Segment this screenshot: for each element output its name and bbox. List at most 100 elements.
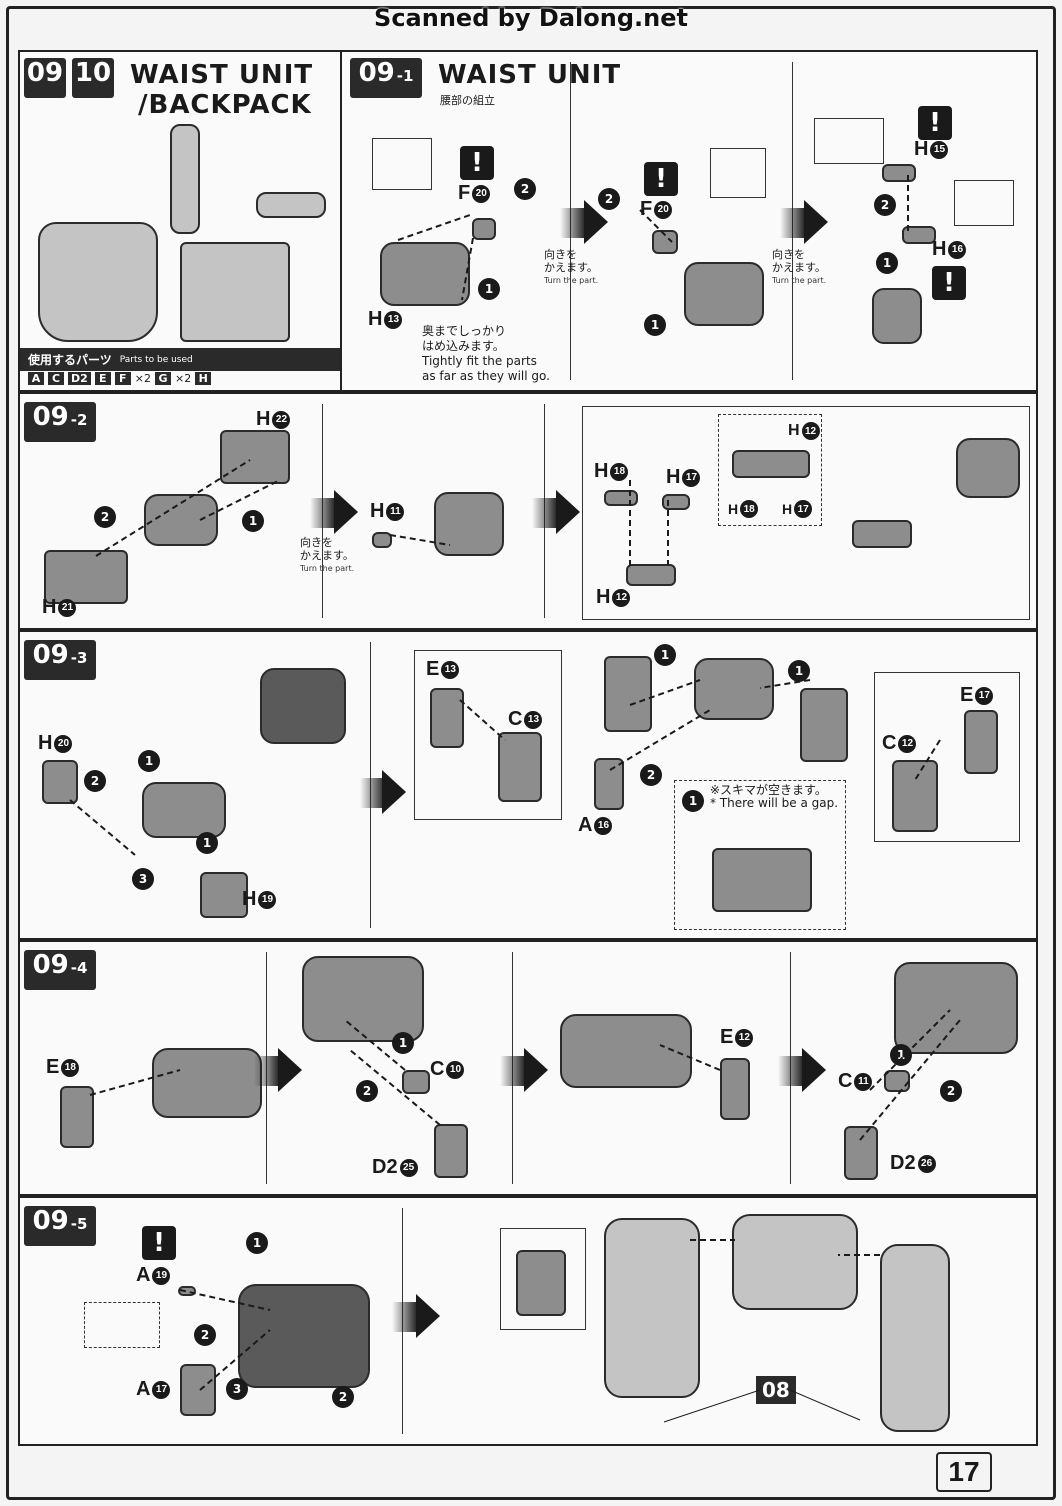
part-tag-c: C [48,372,64,385]
order-1: 1 [890,1044,912,1066]
order-1: 1 [876,252,898,274]
part-d2-25 [434,1124,468,1178]
arrow-tail [560,208,586,238]
parts-used-bar: 使用するパーツ Parts to be used [20,348,340,371]
front-armor-right [800,688,848,762]
part-tag-f: F [114,372,131,385]
part-h16 [902,226,936,244]
washer-detail-4 [954,180,1014,226]
order-2: 2 [356,1080,378,1102]
waist-unit-illustration [38,222,158,342]
part-a19 [178,1286,196,1296]
arrow-next [524,1048,548,1092]
order-2: 2 [874,194,896,216]
page-frame [6,6,1056,1500]
waist-core-09-1c [872,288,922,344]
order-1: 1 [242,510,264,532]
arrow-tail [500,1056,526,1086]
order-2: 2 [332,1386,354,1408]
backpack-arm-left [170,124,200,234]
waist-assembly-09-4c [560,1014,692,1088]
waist-assembly-final [732,1214,858,1310]
arrow-tail [310,498,336,528]
hinge-attach [852,520,912,548]
order-1: 1 [246,1232,268,1254]
part-c13 [498,732,542,802]
order-3: 3 [226,1378,248,1400]
arrow-next [802,1048,826,1092]
turn-note-1: 向きをかえます。Turn the part. [544,248,599,285]
hinge-assembled [732,450,810,478]
waist-core-09-3 [142,782,226,838]
scanner-watermark: Scanned by Dalong.net [374,4,688,32]
part-f-count: ×2 [134,372,152,385]
part-c12 [892,760,938,832]
warning-icon: ! [932,266,966,300]
arrow-next [804,200,828,244]
part-e12 [720,1058,750,1120]
part-e18 [60,1086,94,1148]
order-2: 2 [640,764,662,786]
warning-icon: ! [644,162,678,196]
arrow-tail [360,778,386,808]
part-e13 [430,688,464,748]
part-g-count: ×2 [175,372,192,385]
turn-note-3: 向きをかえます。Turn the part. [300,536,355,573]
parts-used-list: A C D2 E F ×2 G ×2 H [28,372,212,385]
waist-core-09-2c [956,438,1020,498]
hip-armor-detail-part [516,1250,566,1316]
order-1: 1 [788,660,810,682]
part-h19 [200,872,248,918]
waist-assembly-09-4d [894,962,1018,1054]
arrow-next [556,490,580,534]
step-badge-09-4: 09-4 [24,950,96,990]
part-tag-h: H [195,372,212,385]
part-tag-d2: D2 [68,372,91,385]
arrow-tail [392,1302,418,1332]
order-1: 1 [478,278,500,300]
arrow-tail [780,208,806,238]
part-tag-a: A [28,372,44,385]
step-badge-10: 10 [72,58,114,98]
waist-core-09-2b [434,492,504,556]
part-h22 [220,430,290,484]
washer-detail-1 [372,138,432,190]
backpack-arm-right [256,192,326,218]
arrow-tail [532,498,558,528]
step-09-1-title-jp: 腰部の組立 [440,94,495,107]
header-title-1: WAIST UNIT [130,60,314,90]
front-armor-left [604,656,652,732]
step-09-1-title: WAIST UNIT [438,60,622,90]
order-2: 2 [598,188,620,210]
part-h15 [882,164,916,182]
turn-note-2: 向きをかえます。Turn the part. [772,248,827,285]
part-h21 [44,550,128,604]
order-1: 1 [392,1032,414,1054]
page-number: 17 [936,1452,992,1492]
arrow-next [334,490,358,534]
part-c10 [402,1070,430,1094]
